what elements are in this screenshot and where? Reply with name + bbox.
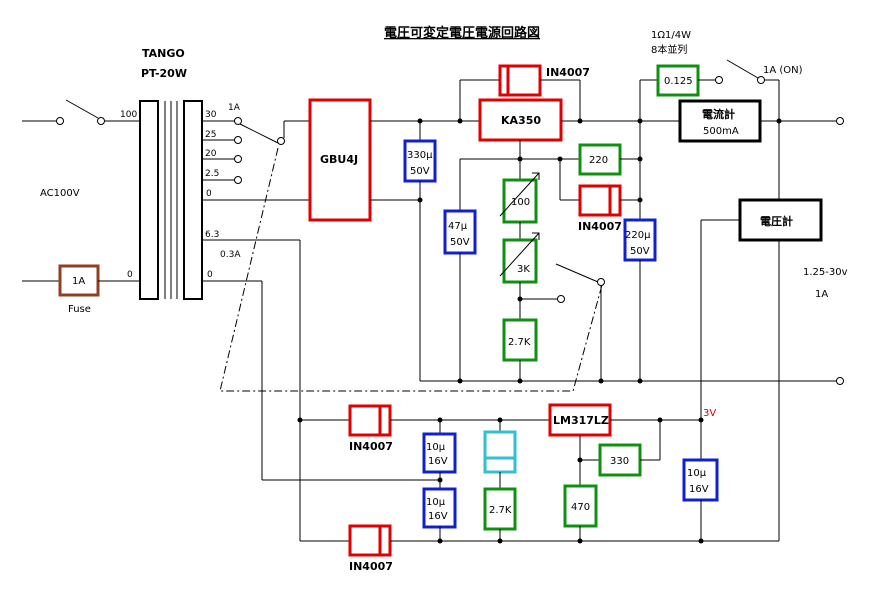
diode-d4 xyxy=(348,524,392,557)
output-terminal-positive[interactable] xyxy=(836,117,844,125)
fuse-value: 1A xyxy=(72,276,85,287)
transformer-model: PT-20W xyxy=(141,67,187,80)
transformer xyxy=(139,100,203,300)
shunt-resistor xyxy=(656,64,700,97)
output-range: 1.25-30v xyxy=(803,267,848,278)
tap-0-3a-label: 0.3A xyxy=(220,250,241,260)
r2-7k-a-label: 2.7K xyxy=(508,337,531,348)
c2-voltage: 50V xyxy=(450,237,470,248)
c3-voltage: 50V xyxy=(630,246,650,257)
c4-value: 10μ xyxy=(426,442,446,453)
c1-voltage: 50V xyxy=(410,166,430,177)
r470-label: 470 xyxy=(571,502,590,513)
tap-0a-label: 0 xyxy=(206,189,212,199)
tap-0-primary-label: 0 xyxy=(127,270,133,280)
tap-25-label: 25 xyxy=(205,130,216,140)
fuse-label: Fuse xyxy=(68,304,91,315)
power-switch[interactable] xyxy=(65,99,99,119)
tap-6-3-label: 6.3 xyxy=(205,230,219,240)
resistor-2-7k-a xyxy=(502,318,538,362)
resistor-2-7k-b xyxy=(483,487,517,531)
diode-d2-label: IN4007 xyxy=(578,220,622,233)
voltmeter-label: 電圧計 xyxy=(760,214,793,228)
capacitor-c2 xyxy=(443,209,477,255)
schematic-title: 電圧可変定電圧電源回路図 xyxy=(384,25,540,41)
transformer-brand: TANGO xyxy=(142,47,185,60)
diode-d3-label: IN4007 xyxy=(349,440,393,453)
tap-100-label: 100 xyxy=(120,110,137,120)
ammeter xyxy=(678,99,762,143)
r220-label: 220 xyxy=(589,155,608,166)
r2-7k-b-label: 2.7K xyxy=(489,505,512,516)
c6-voltage: 16V xyxy=(689,484,709,495)
resistor-220 xyxy=(578,143,622,176)
capacitor-c6 xyxy=(682,458,719,502)
ref-voltage-label: 3V xyxy=(703,408,716,419)
range-switch[interactable] xyxy=(555,263,599,283)
output-switch[interactable] xyxy=(726,59,759,79)
rectifier-label: GBU4J xyxy=(320,153,358,166)
capacitor-c3 xyxy=(623,218,657,262)
ammeter-range: 500mA xyxy=(703,126,739,137)
c1-value: 330μ xyxy=(407,150,433,161)
diode-d1-label: IN4007 xyxy=(546,66,590,79)
vr3k-label: 3K xyxy=(517,264,530,275)
fuse xyxy=(58,264,100,297)
resistor-330 xyxy=(598,443,642,477)
tap-20-label: 20 xyxy=(205,149,217,159)
switch-1a-label: 1A xyxy=(228,103,241,113)
c2-value: 47μ xyxy=(448,221,468,232)
tap-2-5-label: 2.5 xyxy=(205,169,219,179)
rectifier-gbu4j xyxy=(308,98,372,222)
c6-value: 10μ xyxy=(687,468,707,479)
ammeter-label: 電流計 xyxy=(702,107,735,121)
variable-resistor-100[interactable] xyxy=(502,178,538,224)
led-indicator xyxy=(483,430,517,474)
diode-d2 xyxy=(578,184,622,217)
diode-d1 xyxy=(498,64,542,97)
shunt-label: 0.125 xyxy=(664,76,693,87)
diode-d4-label: IN4007 xyxy=(349,560,393,573)
output-terminal-negative[interactable] xyxy=(836,377,844,385)
diode-d3 xyxy=(348,404,392,437)
c5-voltage: 16V xyxy=(428,511,448,522)
tap-selector-switch[interactable] xyxy=(239,123,279,144)
c4-voltage: 16V xyxy=(428,456,448,467)
shunt-note-line1: 1Ω1/4W xyxy=(651,30,691,41)
regulator-label: KA350 xyxy=(501,114,541,127)
vr100-label: 100 xyxy=(511,197,530,208)
r330-label: 330 xyxy=(610,456,629,467)
capacitor-c5 xyxy=(422,487,457,529)
variable-resistor-3k[interactable] xyxy=(502,238,538,284)
capacitor-c4 xyxy=(422,432,457,474)
tap-30-label: 30 xyxy=(205,110,217,120)
tap-0b-label: 0 xyxy=(207,270,213,280)
regulator-ka350 xyxy=(478,98,563,142)
c3-value: 220μ xyxy=(625,230,651,241)
c5-value: 10μ xyxy=(426,497,446,508)
output-current: 1A xyxy=(815,289,828,300)
voltmeter xyxy=(738,198,823,242)
output-switch-label: 1A (ON) xyxy=(763,65,803,76)
ac-input-label: AC100V xyxy=(40,188,80,199)
regulator2-label: LM317LZ xyxy=(553,414,609,427)
shunt-note-line2: 8本並列 xyxy=(651,43,687,56)
